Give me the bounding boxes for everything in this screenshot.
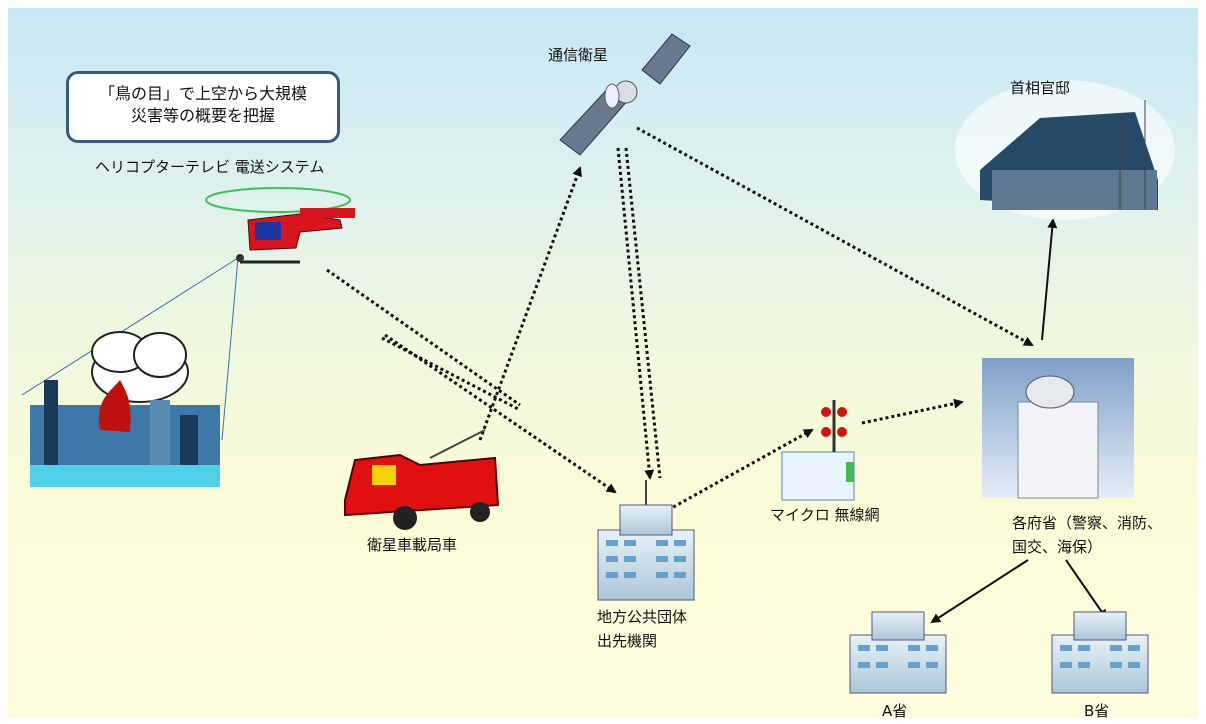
local-gov-label-line1: 地方公共団体 <box>597 608 688 626</box>
satellite-icon <box>559 33 691 156</box>
ministries-label-line1: 各府省（警察、消防、 <box>1012 514 1163 532</box>
helicopter-icon <box>205 187 355 264</box>
dotted-links <box>326 126 1034 512</box>
local-gov-building-icon <box>597 480 695 601</box>
ministries-label-line2: 国交、海保） <box>1012 538 1103 556</box>
ministries-building-icon <box>982 358 1134 499</box>
callout-bubble: 「鳥の目」で上空から大規模 災害等の概要を把握 <box>66 71 340 143</box>
local-gov-label-line2: 出先機関 <box>597 632 658 650</box>
ministry-a-label: A省 <box>882 702 908 720</box>
ministry-b-building-icon <box>1051 611 1149 694</box>
disaster-city-icon <box>30 331 220 487</box>
pm-residence-icon <box>955 80 1175 220</box>
solid-arrows <box>930 218 1108 624</box>
callout-line-1: 「鳥の目」で上空から大規模 <box>98 84 307 103</box>
satellite-vehicle-icon <box>344 429 500 530</box>
microwave-label: マイクロ 無線網 <box>770 506 880 524</box>
callout-line-2: 災害等の概要を把握 <box>130 106 275 125</box>
satellite-label: 通信衛星 <box>548 46 609 64</box>
ministry-a-building-icon <box>849 611 947 694</box>
ministry-b-label: B省 <box>1084 702 1110 720</box>
camera-beam-lines <box>21 257 239 441</box>
satellite-vehicle-label: 衛星車載局車 <box>367 536 458 554</box>
microwave-tower-icon <box>781 400 855 501</box>
heli-tv-label: ヘリコプターテレビ 電送システム <box>95 158 325 176</box>
pm-residence-label: 首相官邸 <box>1010 79 1071 97</box>
